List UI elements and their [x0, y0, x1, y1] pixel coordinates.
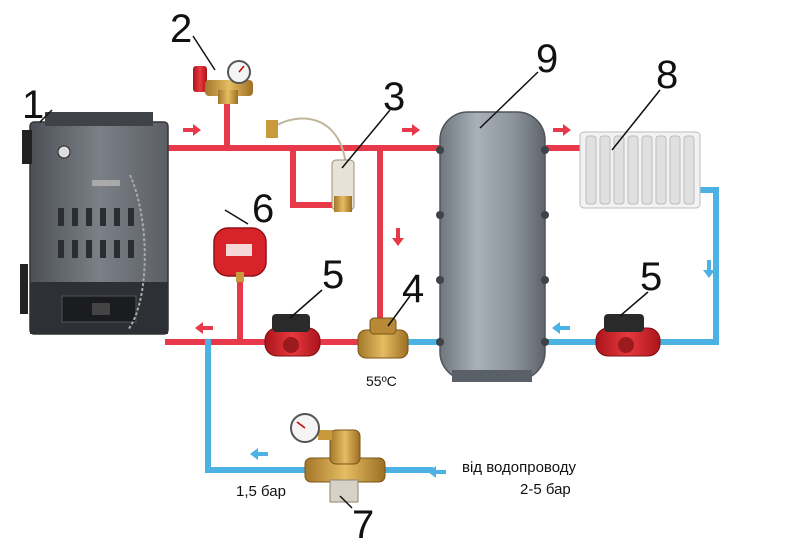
arrow-right-icon [553, 124, 571, 136]
callout-expansion-vessel: 6 [252, 187, 274, 231]
flow-arrows [183, 124, 715, 478]
leader-lines [39, 35, 661, 509]
buffer-tank [436, 111, 549, 382]
arrow-down-icon [392, 228, 404, 246]
circulation-pump-right [595, 314, 661, 357]
callout-boiler: 1 [22, 83, 44, 127]
arrow-left-icon [250, 448, 268, 460]
solid-fuel-boiler [20, 112, 169, 335]
thermostatic-valve [266, 117, 355, 212]
callout-thermo-valve: 3 [383, 75, 405, 119]
cold-pipes [205, 187, 719, 473]
callout-mixing-valve: 4 [402, 267, 424, 311]
callout-buffer-tank: 9 [536, 37, 558, 81]
makeup-pipe [205, 339, 308, 473]
callout-numbers: 1 2 3 4 5 5 6 7 8 9 [22, 7, 678, 547]
circulation-pump-left [264, 314, 321, 357]
callout-pump-left: 5 [322, 253, 344, 297]
callout-radiator: 8 [656, 53, 678, 97]
bypass-loop-pipe [290, 145, 348, 208]
safety-group [193, 60, 253, 104]
arrow-right-icon [402, 124, 420, 136]
water-supply-label-line1: від водопроводу [462, 459, 577, 476]
water-supply-label-line2: 2-5 бар [520, 481, 571, 498]
arrow-down-icon [703, 260, 715, 278]
pressure-reducing-valve [290, 413, 386, 503]
expansion-vessel [213, 227, 267, 282]
callout-safety-group: 2 [170, 7, 192, 51]
pressure-low-label: 1,5 бар [236, 483, 286, 500]
temperature-label: 55ºC [366, 373, 397, 389]
arrow-right-icon [183, 124, 201, 136]
arrow-left-icon [428, 466, 446, 478]
hot-pipes [165, 93, 583, 345]
arrow-left-icon [552, 322, 570, 334]
thermometer-icon [57, 145, 71, 159]
callout-pump-right: 5 [640, 255, 662, 299]
callout-makeup-valve: 7 [352, 503, 374, 547]
radiator-return-pipe [657, 187, 719, 345]
radiator [579, 131, 701, 209]
arrow-left-icon [195, 322, 213, 334]
three-way-mixing-valve [357, 317, 409, 359]
